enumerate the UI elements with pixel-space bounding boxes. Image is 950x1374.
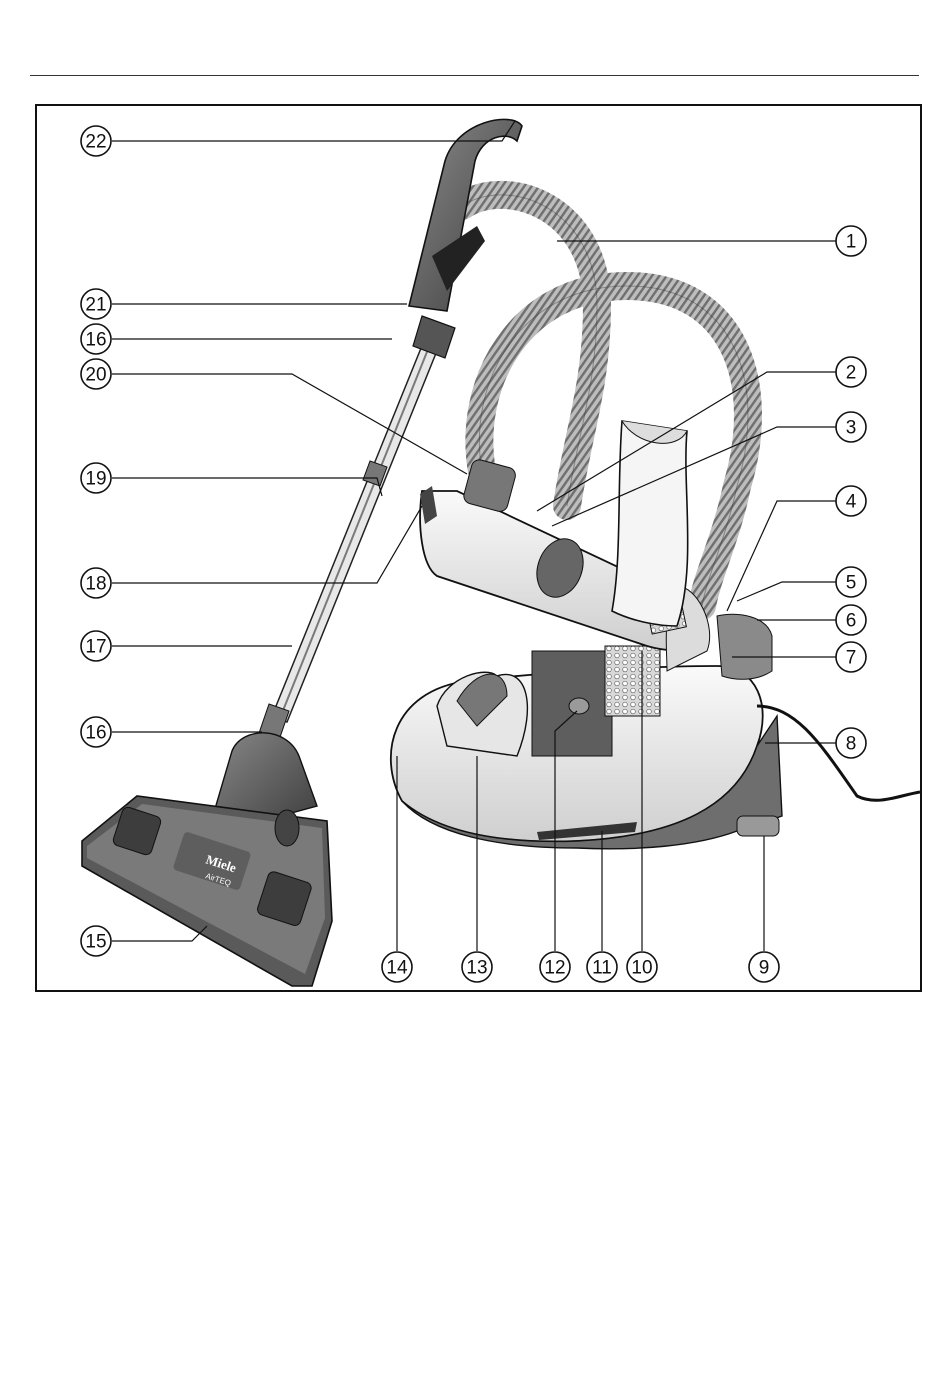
svg-text:13: 13	[466, 958, 487, 979]
svg-text:7: 7	[846, 648, 857, 669]
header-rule	[30, 75, 919, 76]
callout-1: 1	[836, 226, 866, 256]
callout-17: 17	[81, 631, 111, 661]
svg-text:10: 10	[631, 958, 652, 979]
svg-text:22: 22	[85, 132, 106, 153]
handle	[409, 119, 522, 311]
callout-3: 3	[836, 412, 866, 442]
svg-text:3: 3	[846, 418, 857, 439]
callout-11: 11	[587, 952, 617, 982]
svg-text:17: 17	[85, 637, 106, 658]
floorhead: Miele AirTEQ	[82, 733, 332, 986]
callout-4: 4	[836, 486, 866, 516]
svg-text:18: 18	[85, 574, 106, 595]
callout-20: 20	[81, 359, 111, 389]
svg-text:12: 12	[544, 958, 565, 979]
svg-text:1: 1	[846, 232, 857, 253]
svg-text:21: 21	[85, 295, 106, 316]
callout-9: 9	[749, 952, 779, 982]
callout-16-lower: 16	[81, 717, 111, 747]
callout-12: 12	[540, 952, 570, 982]
svg-text:4: 4	[846, 492, 857, 513]
svg-text:9: 9	[759, 958, 770, 979]
vacuum-diagram-frame: Miele AirTEQ	[35, 104, 922, 992]
callout-8: 8	[836, 728, 866, 758]
svg-text:11: 11	[592, 958, 612, 979]
callout-16-upper: 16	[81, 324, 111, 354]
callout-6: 6	[836, 605, 866, 635]
svg-text:20: 20	[85, 365, 106, 386]
callout-13: 13	[462, 952, 492, 982]
svg-text:5: 5	[846, 573, 857, 594]
svg-text:16: 16	[85, 330, 106, 351]
callout-10: 10	[627, 952, 657, 982]
svg-text:15: 15	[85, 932, 106, 953]
svg-text:19: 19	[85, 469, 106, 490]
callout-15: 15	[81, 926, 111, 956]
svg-text:16: 16	[85, 723, 106, 744]
callout-2: 2	[836, 357, 866, 387]
svg-text:14: 14	[386, 958, 408, 979]
callout-7: 7	[836, 642, 866, 672]
callout-18: 18	[81, 568, 111, 598]
vacuum-illustration: Miele AirTEQ	[37, 106, 920, 990]
svg-text:6: 6	[846, 611, 857, 632]
callout-14: 14	[382, 952, 412, 982]
callout-22: 22	[81, 126, 111, 156]
svg-text:2: 2	[846, 363, 857, 384]
callout-19: 19	[81, 463, 111, 493]
svg-text:8: 8	[846, 734, 857, 755]
callout-5: 5	[836, 567, 866, 597]
callout-21: 21	[81, 289, 111, 319]
